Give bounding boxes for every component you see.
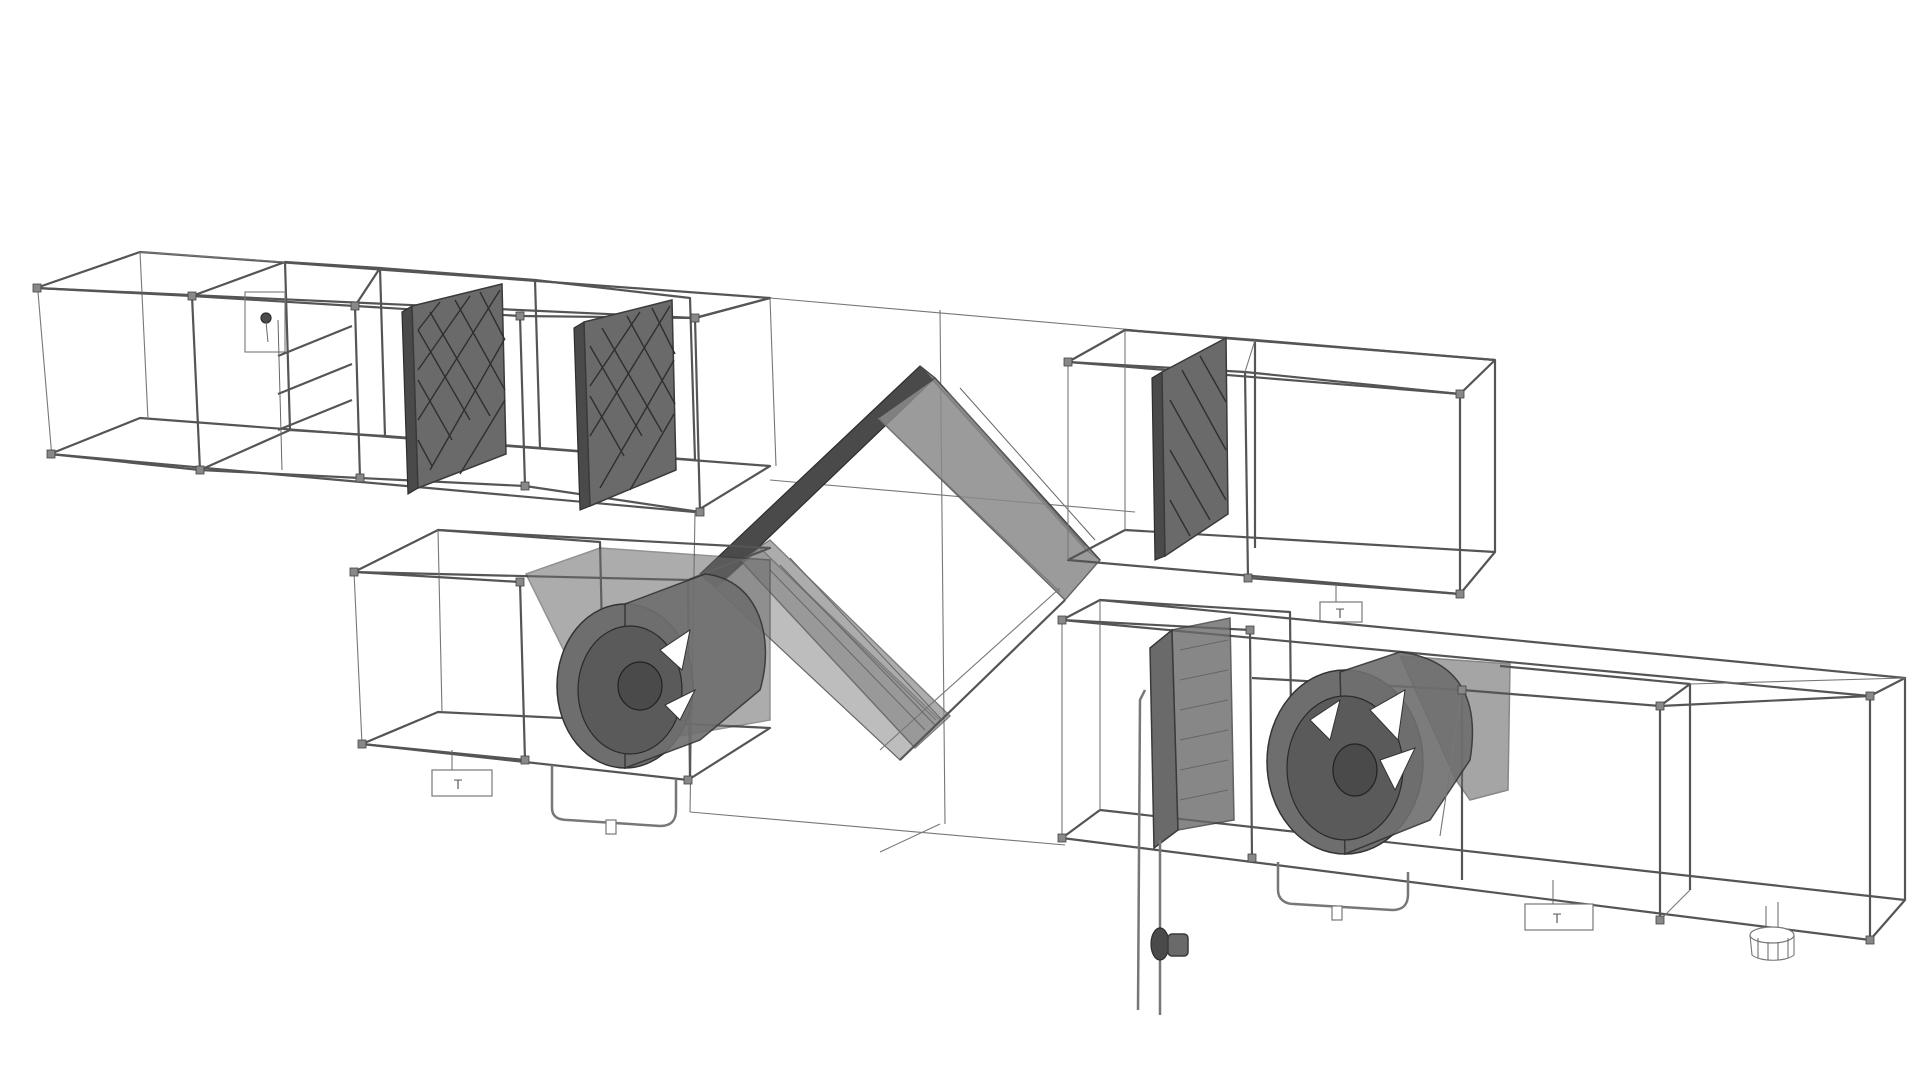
coil-piping (1136, 689, 1189, 1015)
sensor-1: T (1319, 584, 1363, 623)
coil-module (1061, 598, 1294, 859)
hx-plate-lines (769, 387, 1096, 731)
empty-module-1 (35, 251, 292, 472)
lower-left-section: T (352, 528, 772, 835)
sensor-1-label: T (1336, 605, 1345, 621)
heat-exchanger-section (689, 297, 1136, 853)
filter-module-3 (1067, 328, 1257, 579)
actuator-knob-icon (260, 312, 272, 324)
drain-1 (550, 765, 678, 835)
humidifier-nozzle (1749, 902, 1795, 961)
upper-left-section (34, 250, 777, 514)
plenum-fan-2 (1251, 651, 1511, 880)
plenum-fan-1 (524, 547, 771, 770)
sensor-3: T (1524, 880, 1594, 931)
frame-corner-blocks (32, 283, 1875, 945)
filter-module-2 (519, 278, 771, 514)
sensor-2: T (431, 750, 493, 797)
valve-icon (1150, 927, 1170, 961)
fan-1-hub-icon (617, 661, 663, 711)
upper-right-section: T (1066, 328, 1497, 623)
lower-right-section: T (1060, 598, 1907, 1015)
panel-filter-2 (573, 299, 677, 511)
empty-module-2 (1244, 338, 1496, 596)
filter-module-1 (354, 266, 542, 496)
fan-2-hub-icon (1332, 743, 1378, 797)
panel-filter-1 (401, 283, 507, 496)
sensor-2-label: T (454, 776, 463, 792)
coil-fins (1179, 639, 1229, 801)
plate-heat-exchanger (699, 365, 1101, 761)
sensor-3-label: T (1553, 910, 1562, 926)
damper-module (191, 260, 387, 480)
drain-2 (1276, 862, 1410, 921)
empty-module-5 (1659, 677, 1906, 921)
